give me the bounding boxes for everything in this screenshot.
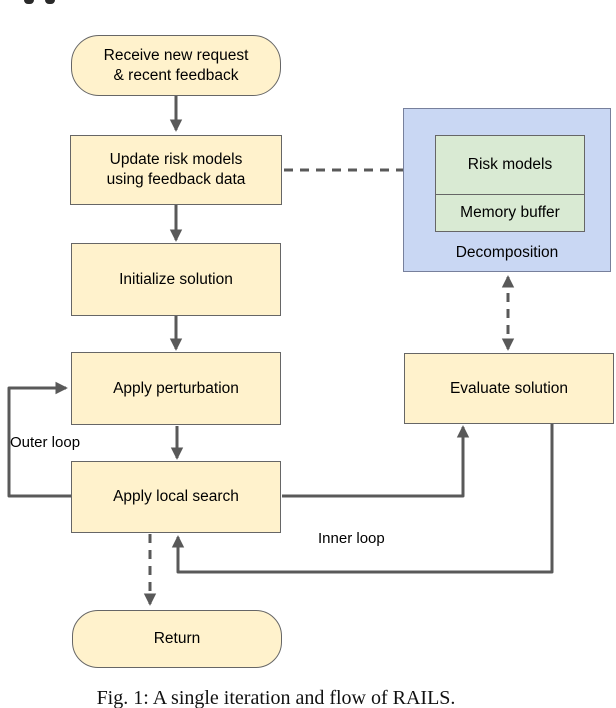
edge-localsearch-to-evaluate <box>282 425 470 498</box>
node-initialize-solution-label: Initialize solution <box>119 270 233 288</box>
edge-evaluate-to-localsearch-inner-loop <box>171 424 554 574</box>
node-update-risk-models: Update risk models using feedback data <box>70 135 282 205</box>
inner-loop-label: Inner loop <box>318 530 385 547</box>
node-apply-local-search: Apply local search <box>71 461 281 533</box>
node-evaluate-solution-label: Evaluate solution <box>449 379 569 397</box>
node-update-risk-models-label: Update risk models using feedback data <box>106 151 246 188</box>
node-apply-perturbation: Apply perturbation <box>71 352 281 425</box>
node-risk-models: Risk models <box>435 135 585 195</box>
node-return: Return <box>72 610 282 668</box>
clipped-text-fragment <box>45 0 55 4</box>
figure-caption: Fig. 1: A single iteration and flow of R… <box>96 687 456 708</box>
node-apply-local-search-label: Apply local search <box>113 488 239 506</box>
node-memory-buffer-label: Memory buffer <box>460 204 560 222</box>
node-receive-request-label: Receive new request & recent feedback <box>103 46 249 84</box>
node-evaluate-solution: Evaluate solution <box>404 353 614 424</box>
outer-loop-label: Outer loop <box>10 434 81 451</box>
node-risk-models-label: Risk models <box>467 156 553 174</box>
clipped-text-fragment <box>24 0 34 4</box>
node-memory-buffer: Memory buffer <box>435 194 585 232</box>
node-apply-perturbation-label: Apply perturbation <box>113 379 239 397</box>
edge-outer-loop <box>7 381 71 498</box>
node-return-label: Return <box>153 630 201 648</box>
group-decomposition-label: Decomposition <box>455 244 559 261</box>
node-initialize-solution: Initialize solution <box>71 243 281 316</box>
node-receive-request: Receive new request & recent feedback <box>71 35 281 96</box>
